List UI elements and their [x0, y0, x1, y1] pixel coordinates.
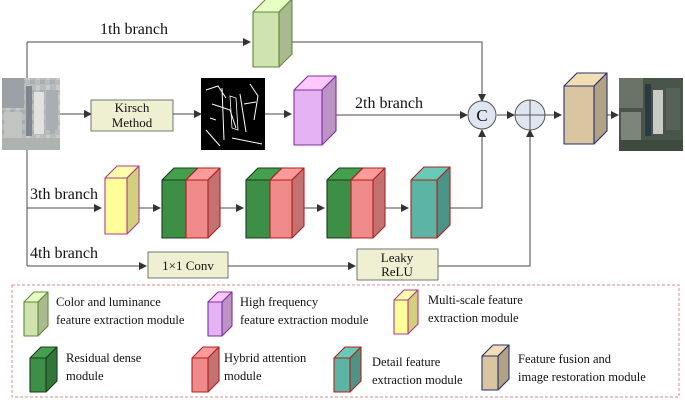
branch2-label: 2th branch: [355, 95, 423, 112]
legend-color-lum-line1: Color and luminance: [56, 295, 161, 309]
kirsch-label-line2: Method: [112, 115, 153, 130]
legend-high-freq-line2: feature extraction module: [240, 313, 369, 327]
concat-node: C: [467, 100, 497, 130]
legend-residual-line1: Residual dense: [66, 351, 142, 365]
output-image: [619, 78, 683, 151]
legend-color-lum-line2: feature extraction module: [56, 313, 185, 327]
legend-residual-dense: Residual dense module: [66, 351, 142, 383]
legend-swatch-hybrid-attention: [191, 346, 220, 393]
kirsch-method-box: Kirsch Method: [90, 99, 174, 132]
legend-hybrid-line1: Hybrid attention: [224, 351, 307, 365]
legend-multi-scale-line2: extraction module: [428, 311, 519, 325]
kirsch-label-line1: Kirsch: [115, 100, 150, 115]
legend-multi-scale: Multi-scale feature extraction module: [428, 293, 523, 325]
conv-label: 1×1 Conv: [162, 258, 214, 273]
input-image: [2, 78, 60, 150]
conv-box: 1×1 Conv: [147, 251, 229, 279]
branch1-label: 1th branch: [100, 21, 168, 38]
branch3-arrow-to-concat: [450, 129, 486, 209]
rdb-pair-1-hybrid: [185, 167, 221, 239]
legend-multi-scale-line1: Multi-scale feature: [428, 293, 523, 307]
legend-detail-line2: extraction module: [372, 373, 463, 387]
legend-feature-fusion: Feature fusion and image restoration mod…: [518, 352, 646, 384]
color-luminance-module: [252, 0, 293, 68]
legend-frame: [11, 284, 680, 398]
legend-detail-line1: Detail feature: [372, 355, 441, 369]
legend-fusion-line1: Feature fusion and: [518, 352, 612, 366]
legend-residual-line2: module: [66, 369, 104, 383]
branch4-arrow-to-add: [438, 129, 534, 267]
legend-high-freq-line1: High frequency: [240, 295, 319, 309]
multi-scale-module: [104, 165, 140, 235]
detail-feature-module: [410, 166, 451, 239]
legend-hybrid-attention: Hybrid attention module: [224, 351, 307, 383]
add-node: [514, 99, 546, 131]
rdb-pair-3-hybrid: [350, 167, 386, 239]
concat-label: C: [476, 106, 487, 125]
legend-hybrid-line2: module: [224, 369, 262, 383]
legend-swatch-residual-dense: [29, 346, 58, 393]
legend-swatch-feature-fusion: [481, 344, 510, 391]
leaky-label-line1: Leaky: [381, 250, 414, 265]
legend-detail-feature: Detail feature extraction module: [372, 355, 463, 387]
module-cuboids: [23, 0, 608, 393]
rdb-pair-2-hybrid: [269, 167, 305, 239]
edge-map-image: [201, 78, 265, 150]
legend-swatch-high-frequency: [207, 291, 233, 337]
legend-swatch-multi-scale: [393, 289, 419, 335]
high-frequency-module: [293, 75, 337, 146]
legend-swatch-color-luminance: [23, 291, 49, 337]
leaky-relu-box: Leaky ReLU: [356, 248, 439, 281]
legend-high-frequency: High frequency feature extraction module: [240, 295, 369, 327]
legend-swatch-detail-feature: [333, 346, 362, 393]
fusion-restoration-module: [563, 72, 608, 145]
branch3-label: 3th branch: [30, 186, 98, 203]
branch1-arrow-to-concat: [292, 41, 486, 102]
leaky-label-line2: ReLU: [381, 264, 413, 279]
branch4-label: 4th branch: [30, 245, 98, 262]
legend-color-luminance: Color and luminance feature extraction m…: [56, 295, 185, 327]
legend-fusion-line2: image restoration module: [518, 370, 646, 384]
